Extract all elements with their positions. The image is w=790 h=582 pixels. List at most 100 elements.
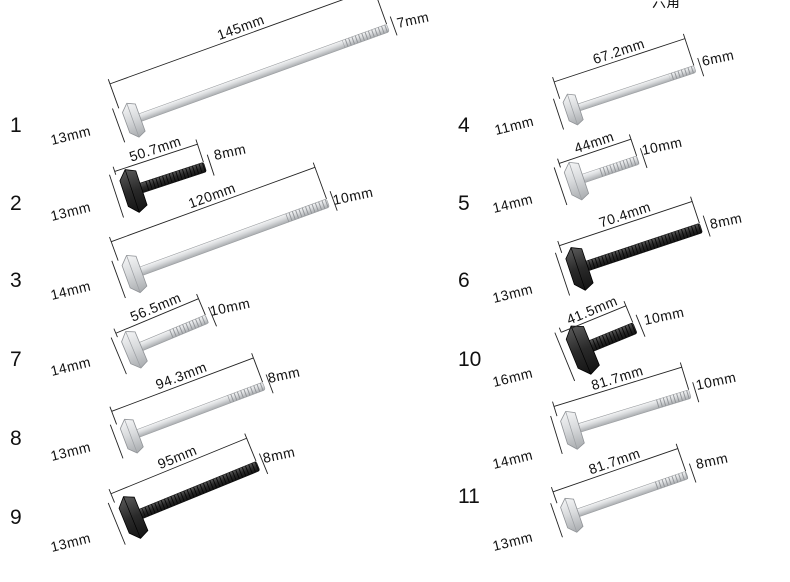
thread-size-label: 8mm: [708, 210, 743, 232]
thread-dimension: [635, 314, 646, 337]
bolt-thread: [342, 24, 390, 48]
thread-dimension: [329, 191, 338, 211]
length-extension-right: [251, 353, 264, 383]
thread-size-label: 10mm: [208, 295, 251, 319]
length-dimension: 145mm: [107, 0, 388, 109]
bolt-number: 7: [10, 348, 22, 371]
thread-dimension: [702, 215, 711, 237]
length-dimension-line: [115, 298, 199, 334]
thread-dimension: [258, 453, 269, 475]
bolt-head-edge: [570, 247, 586, 291]
corner-label: 六角: [652, 0, 680, 11]
thread-dimension-line: [265, 374, 274, 394]
length-extension-left: [557, 240, 563, 253]
length-extension-left: [550, 486, 558, 504]
bolt-head-edge: [564, 498, 578, 533]
length-extension-left: [107, 79, 120, 109]
head-dimension: [112, 108, 126, 143]
bolt-head-edge: [126, 255, 141, 293]
bolt-thread: [653, 471, 689, 491]
length-label: 56.5mm: [128, 289, 184, 324]
thread-dimension: [639, 148, 648, 169]
bolt-number: 10: [458, 348, 481, 371]
length-dimension-line: [554, 38, 686, 83]
head-dimension: [554, 252, 571, 296]
length-extension-left: [109, 406, 118, 425]
bolt-body: [560, 389, 692, 450]
head-dimension-line: [112, 108, 126, 143]
bolt-number: 1: [10, 114, 22, 137]
length-extension-right: [312, 162, 327, 200]
thread-dimension: [265, 374, 274, 394]
thread-size-label: 10mm: [331, 184, 374, 208]
head-size-label: 13mm: [491, 280, 535, 305]
bolt-thread: [141, 461, 260, 518]
length-extension-right: [679, 362, 690, 390]
length-dimension-line: [559, 138, 632, 164]
thread-dimension-line: [389, 16, 398, 36]
head-dimension-line: [554, 332, 576, 382]
head-dimension-line: [109, 424, 124, 459]
length-extension-left: [112, 166, 117, 175]
bolt-body: [121, 198, 330, 294]
bolt-body: [563, 155, 640, 201]
head-dimension-line: [111, 260, 126, 299]
head-size-label: 14mm: [491, 190, 535, 215]
head-dimension: [109, 174, 124, 218]
bolt-head-edge: [126, 103, 140, 138]
bolt-head: [562, 93, 584, 126]
head-dimension: [550, 503, 563, 538]
head-dimension-line: [550, 415, 563, 454]
head-size-label: 14mm: [49, 353, 93, 378]
length-extension-left: [557, 158, 561, 168]
length-extension-right: [244, 433, 257, 462]
length-extension-right: [196, 293, 206, 316]
length-extension-left: [552, 76, 561, 99]
length-extension-left: [552, 401, 558, 417]
bolt-head: [121, 331, 148, 369]
bolt-thread: [227, 382, 266, 404]
bolt-item: 7 56.5mm 10mm 14mm: [10, 289, 252, 379]
head-dimension: [111, 260, 126, 299]
length-label: 70.4mm: [597, 198, 653, 230]
length-dimension-line: [109, 0, 374, 85]
length-label: 145mm: [215, 11, 267, 43]
length-dimension-line: [114, 143, 198, 172]
bolt-body: [565, 223, 703, 291]
thread-dimension-line: [688, 463, 697, 483]
length-label: 81.7mm: [586, 445, 642, 478]
bolt-number: 4: [458, 114, 470, 137]
bolt-number: 8: [10, 427, 22, 450]
thread-dimension-line: [206, 154, 215, 176]
length-dimension-line: [561, 305, 627, 333]
bolt-head-edge: [123, 496, 141, 539]
bolt-head-edge: [125, 331, 142, 369]
head-size-label: 13mm: [49, 438, 93, 463]
thread-size-label: 6mm: [700, 47, 735, 69]
length-extension-right: [628, 134, 638, 156]
length-label: 67.2mm: [591, 35, 647, 67]
head-dimension: [553, 167, 568, 206]
length-extension-left: [558, 327, 562, 333]
thread-dimension-line: [697, 57, 705, 77]
bolt-head-edge: [124, 419, 138, 454]
length-label: 95mm: [155, 442, 199, 472]
head-dimension-line: [554, 252, 571, 296]
length-dimension-line: [553, 366, 682, 407]
thread-dimension: [692, 382, 700, 403]
bolt-thread: [285, 198, 330, 223]
bolt-head-edge: [565, 411, 578, 450]
head-dimension-line: [550, 503, 563, 538]
bolt-number: 9: [10, 506, 22, 529]
bolt-head: [560, 410, 585, 450]
length-extension-left: [109, 236, 119, 261]
thread-dimension-line: [329, 191, 338, 211]
head-dimension: [110, 337, 127, 375]
bolt-body: [121, 314, 209, 369]
